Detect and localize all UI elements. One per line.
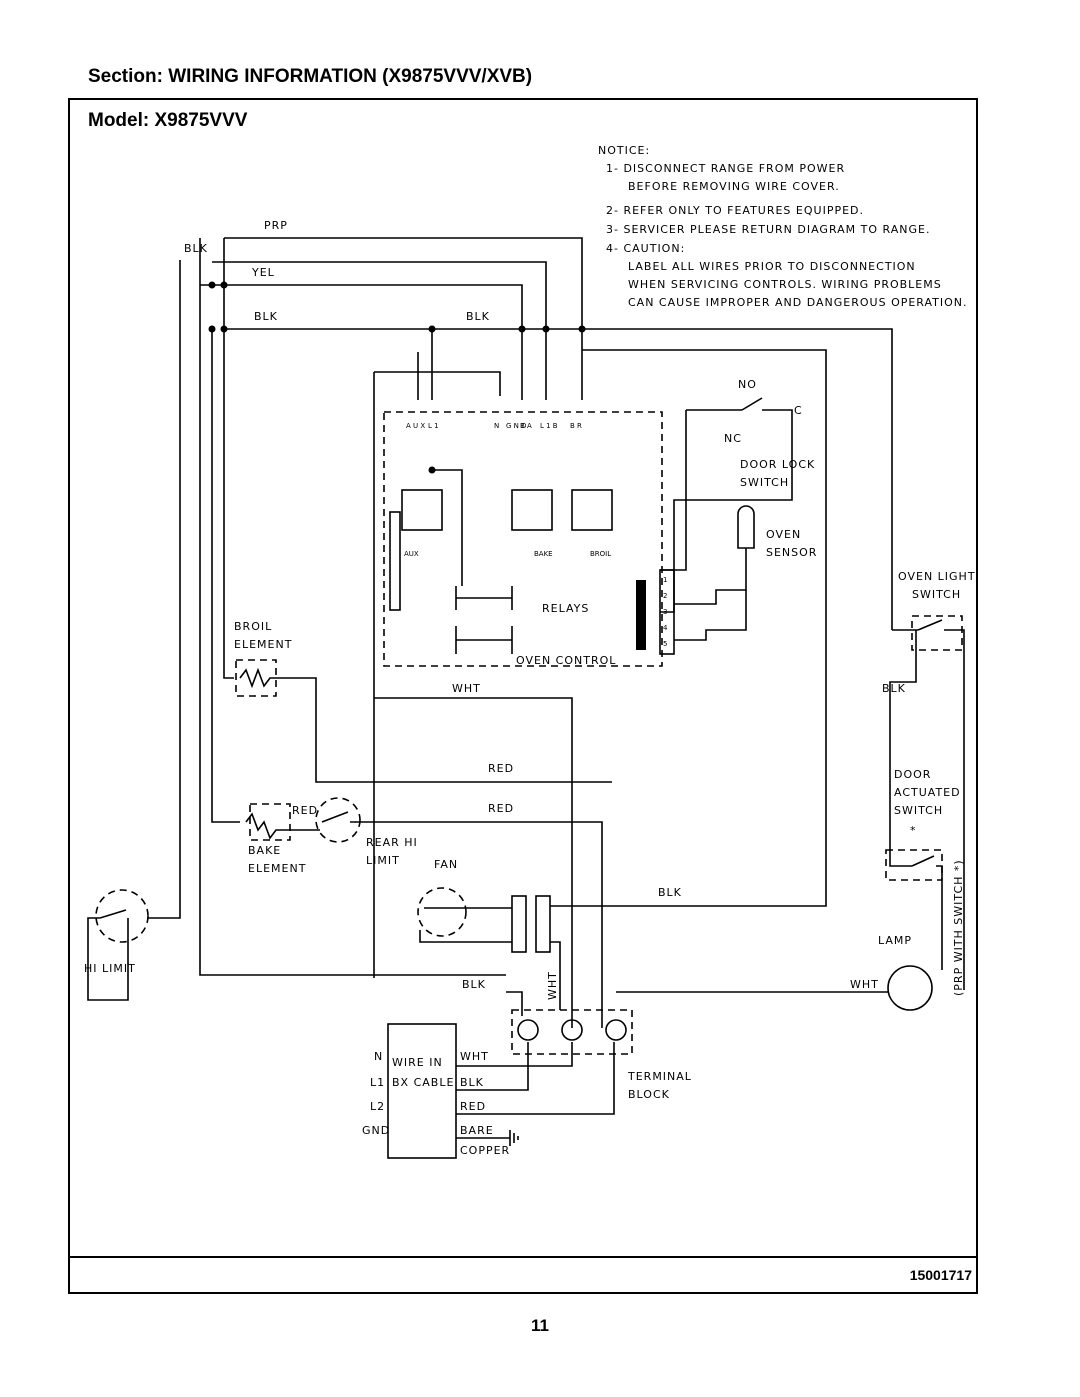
- fan-label: FAN: [434, 858, 458, 871]
- wire-label-red-2: RED: [488, 802, 514, 815]
- pin-n: N: [494, 422, 499, 430]
- door-actuated-star: *: [910, 824, 917, 837]
- oven-control-board: A U X L 1 N G N D B A L 1 B B R AUX BAKE…: [373, 329, 827, 978]
- fan-and-hi-limit: FAN BLK WHT HI LIMIT: [84, 858, 682, 1010]
- hi-limit-label: HI LIMIT: [84, 962, 136, 975]
- cpin-1: 1: [663, 576, 667, 584]
- nc-label: NC: [724, 432, 742, 445]
- pin-gnd: G N D: [506, 422, 527, 430]
- wire-label-red-1: RED: [488, 762, 514, 775]
- oven-sensor: OVEN SENSOR: [674, 505, 817, 641]
- rear-hi-limit-1: REAR HI: [366, 836, 418, 849]
- pin-l1: L 1: [428, 422, 439, 430]
- footer-divider: [68, 1256, 978, 1258]
- broil-element: BROIL ELEMENT RED WHT: [234, 620, 612, 1028]
- cpin-5: 5: [663, 640, 667, 648]
- wire-label-red-bake: RED: [292, 804, 318, 817]
- wire-in-bx-cable: WIRE IN BX CABLE N L1 L2 GND WHT BLK RED…: [362, 1023, 519, 1159]
- page-number: 11: [531, 1316, 549, 1335]
- bake-label-1: BAKE: [248, 844, 281, 857]
- wire-label-wht-1: WHT: [452, 682, 481, 695]
- notice-line-6: LABEL ALL WIRES PRIOR TO DISCONNECTION: [628, 260, 916, 273]
- wire-label-wht-lamp: WHT: [850, 978, 879, 991]
- lamp-label: LAMP: [878, 934, 912, 947]
- rear-hi-limit-2: LIMIT: [366, 854, 400, 867]
- notice-line-1: 1- DISCONNECT RANGE FROM POWER: [606, 162, 845, 175]
- notice-line-8: CAN CAUSE IMPROPER AND DANGEROUS OPERATI…: [628, 296, 968, 309]
- pin-br: B R: [570, 422, 582, 430]
- door-actuated-3: SWITCH: [894, 804, 943, 817]
- wire-label-blk-fan: BLK: [658, 886, 682, 899]
- notice-line-2: BEFORE REMOVING WIRE COVER.: [628, 180, 840, 193]
- cpin-2: 2: [663, 592, 667, 600]
- broil-label-2: ELEMENT: [234, 638, 292, 651]
- oven-control-label: OVEN CONTROL: [516, 654, 616, 667]
- supply-l2: L2: [370, 1100, 385, 1113]
- door-actuated-2: ACTUATED: [894, 786, 961, 799]
- relay-broil: BROIL: [590, 550, 611, 558]
- wire-label-blk-1: BLK: [184, 242, 208, 255]
- vertical-note: (PRP WITH SWITCH *): [952, 859, 965, 996]
- broil-label-1: BROIL: [234, 620, 272, 633]
- door-lock-label-2: SWITCH: [740, 476, 789, 489]
- pin-ba: B A: [520, 422, 532, 430]
- door-lock-switch: NO NC C DOOR LOCK SWITCH: [660, 378, 815, 613]
- supply-n: N: [374, 1050, 383, 1063]
- pin-aux: A U X: [406, 422, 425, 430]
- relays-label: RELAYS: [542, 602, 589, 615]
- supply-blk: BLK: [460, 1076, 484, 1089]
- supply-red: RED: [460, 1100, 486, 1113]
- section-title: Section: WIRING INFORMATION (X9875VVV/XV…: [88, 66, 533, 87]
- wire-label-blk-2: BLK: [254, 310, 278, 323]
- terminal-block: BLK TERMINAL BLOCK: [456, 978, 692, 1115]
- wire-in-label-2: BX CABLE: [392, 1076, 454, 1089]
- right-side-circuit: OVEN LIGHT SWITCH BLK DOOR ACTUATED SWIT…: [616, 570, 976, 1011]
- wire-label-blk-bottom: BLK: [462, 978, 486, 991]
- oven-sensor-label-1: OVEN: [766, 528, 801, 541]
- document-number: 15001717: [909, 1267, 972, 1283]
- top-wires: PRP BLK YEL BLK BLK: [148, 219, 893, 976]
- bake-label-2: ELEMENT: [248, 862, 306, 875]
- relay-bake: BAKE: [534, 550, 553, 558]
- terminal-label-2: BLOCK: [628, 1088, 670, 1101]
- oven-sensor-label-2: SENSOR: [766, 546, 817, 559]
- oven-light-label-2: SWITCH: [912, 588, 961, 601]
- diagram-frame: [68, 98, 978, 1294]
- ground-icon: [456, 1130, 519, 1146]
- notice-line-5: 4- CAUTION:: [606, 242, 685, 255]
- supply-wht: WHT: [460, 1050, 489, 1063]
- wire-in-label-1: WIRE IN: [392, 1056, 443, 1069]
- terminal-label-1: TERMINAL: [627, 1070, 692, 1083]
- relay-aux: AUX: [404, 550, 419, 558]
- notice-block: NOTICE: 1- DISCONNECT RANGE FROM POWER B…: [598, 144, 968, 309]
- notice-line-7: WHEN SERVICING CONTROLS. WIRING PROBLEMS: [628, 278, 942, 291]
- no-label: NO: [738, 378, 757, 391]
- supply-gnd: GND: [362, 1124, 390, 1137]
- wire-label-blk-3: BLK: [466, 310, 490, 323]
- supply-copper: COPPER: [460, 1144, 510, 1157]
- supply-l1: L1: [370, 1076, 385, 1089]
- c-label: C: [794, 404, 803, 417]
- model-title: Model: X9875VVV: [88, 110, 248, 131]
- notice-line-3: 2- REFER ONLY TO FEATURES EQUIPPED.: [606, 204, 864, 217]
- supply-bare: BARE: [460, 1124, 494, 1137]
- notice-line-4: 3- SERVICER PLEASE RETURN DIAGRAM TO RAN…: [606, 223, 930, 236]
- door-actuated-1: DOOR: [894, 768, 931, 781]
- wire-label-wht-vert: WHT: [546, 971, 559, 1000]
- wire-label-yel: YEL: [251, 266, 275, 279]
- wire-label-blk-ols: BLK: [882, 682, 906, 695]
- cpin-4: 4: [663, 624, 668, 632]
- wire-label-prp: PRP: [264, 219, 288, 232]
- notice-title: NOTICE:: [598, 144, 650, 157]
- pin-l1b: L 1 B: [540, 422, 558, 430]
- bake-element: RED BAKE ELEMENT RED REAR HI LIMIT: [245, 797, 603, 1028]
- oven-light-label-1: OVEN LIGHT: [898, 570, 976, 583]
- door-lock-label-1: DOOR LOCK: [740, 458, 815, 471]
